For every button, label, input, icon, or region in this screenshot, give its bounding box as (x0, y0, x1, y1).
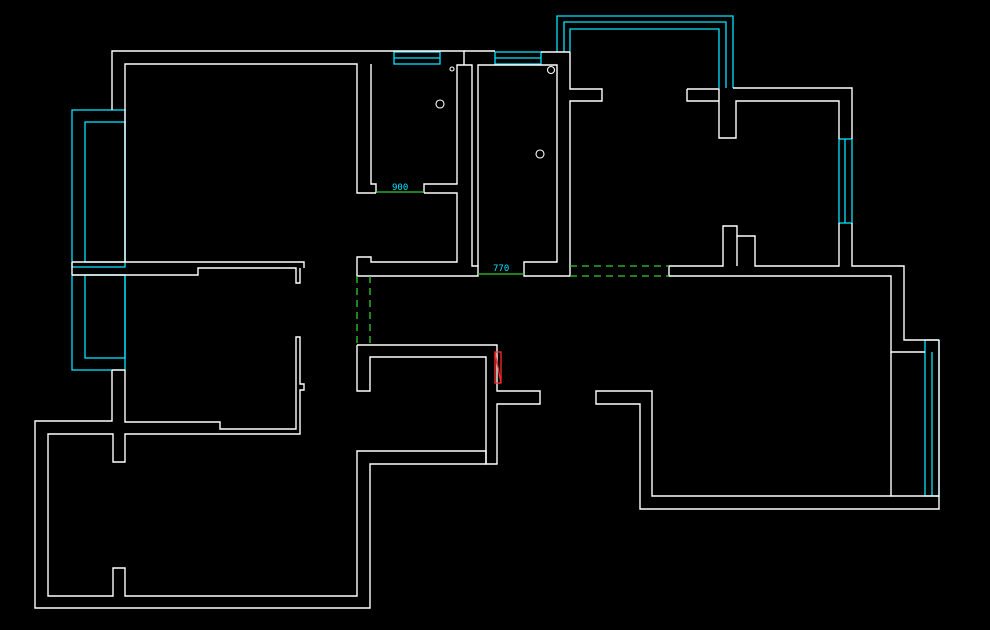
wall-bath2 (477, 52, 603, 277)
fixtures (435, 65, 556, 384)
dimensions: 900 770 (376, 183, 524, 275)
highlight-marker (494, 351, 502, 384)
window-north-bay-inner (569, 28, 720, 88)
openings (356, 265, 669, 345)
drain-icon (546, 65, 556, 75)
wall-sw-inner (47, 336, 487, 597)
dim-770-label: 770 (493, 264, 509, 274)
wall-ne-south-inner (668, 223, 925, 353)
wall-bath1-right (423, 64, 464, 193)
window-north-bay-mid (563, 21, 727, 88)
window-west-lower-inner (84, 274, 126, 359)
wall-kitchen (356, 344, 541, 465)
wall-sw-outer (34, 370, 486, 609)
wall-se-outer (595, 340, 940, 510)
wall-nw-inner (124, 63, 376, 262)
window-west-upper-inner (84, 121, 126, 263)
wall-ne-south (851, 223, 939, 341)
wall-ne-inner (687, 88, 840, 139)
highlight-marker-cross (494, 351, 502, 384)
wall-mid-divider (72, 261, 305, 268)
window-west-lower (71, 274, 126, 371)
wall-mid-divider-low (72, 267, 301, 284)
wall-corridor-left (356, 64, 479, 277)
dim-900-label: 900 (392, 183, 408, 193)
wall-bath1 (370, 64, 377, 193)
window-west-upper (71, 109, 126, 268)
window-north-bay-outer (556, 15, 734, 88)
wall-ne (733, 87, 853, 139)
drain-icon (435, 99, 445, 109)
wall-ne-pier (686, 89, 719, 102)
walls (34, 50, 940, 609)
drain-icon (535, 149, 545, 159)
wall-nw-outer (111, 50, 465, 110)
drain-icon (449, 66, 455, 72)
